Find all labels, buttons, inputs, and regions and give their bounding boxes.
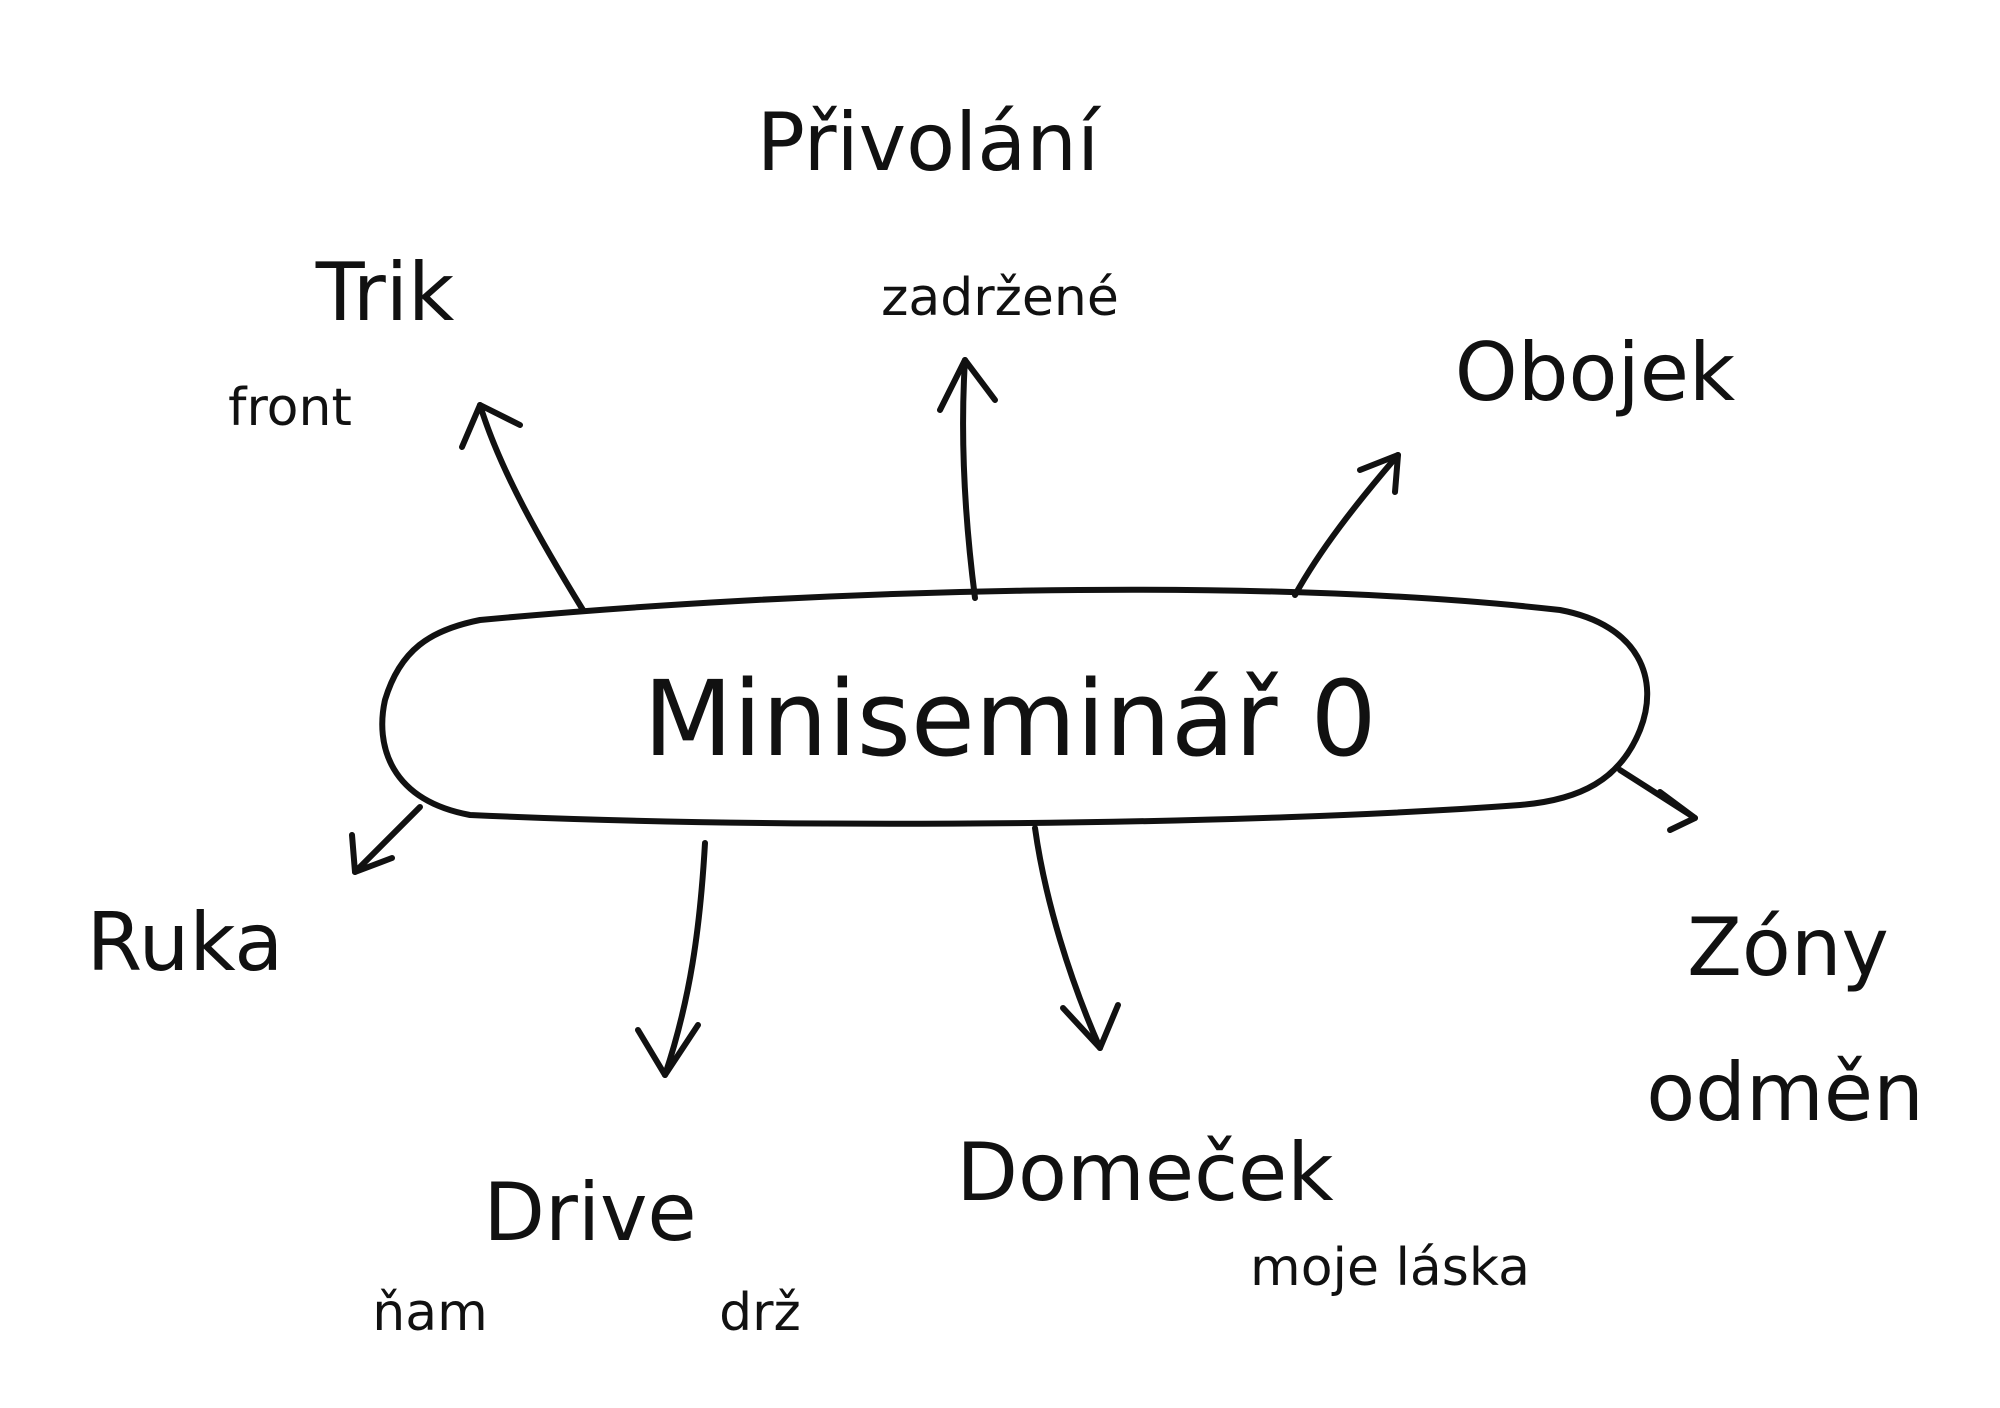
zony-sublabel: odměn <box>1646 1046 1924 1139</box>
arrow-trik <box>459 402 586 613</box>
trik-label: Trik <box>315 246 455 339</box>
center-oval <box>379 586 1651 827</box>
arrow-drive <box>635 840 708 1078</box>
arrow-zony <box>1617 767 1698 833</box>
drive-sublabel-2: drž <box>719 1283 801 1343</box>
arrow-domecek <box>1032 825 1121 1051</box>
obojek-label: Obojek <box>1455 326 1736 419</box>
arrow-ruka <box>349 804 423 875</box>
center-label: Miniseminář 0 <box>643 658 1376 780</box>
privolani-label: Přivolání <box>757 96 1102 189</box>
drive-sublabel-1: ňam <box>372 1283 487 1343</box>
drive-label: Drive <box>483 1166 696 1259</box>
trik-sublabel: front <box>228 378 352 438</box>
domecek-sublabel: moje láska <box>1250 1238 1530 1298</box>
domecek-label: Domeček <box>956 1126 1334 1219</box>
center-node: Miniseminář 0 <box>379 586 1651 827</box>
zony-label: Zóny <box>1687 901 1889 994</box>
privolani-sublabel: zadržené <box>881 268 1119 328</box>
arrow-obojek <box>1292 452 1401 598</box>
arrow-privolani <box>937 357 998 601</box>
ruka-label: Ruka <box>87 896 284 989</box>
